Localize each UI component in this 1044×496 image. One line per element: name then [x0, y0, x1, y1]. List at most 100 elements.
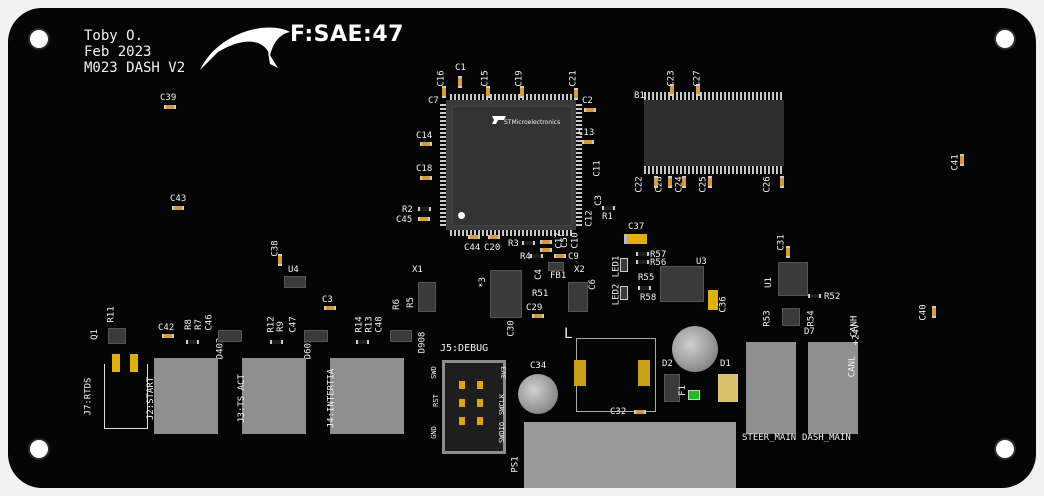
mcu-pins-right	[576, 104, 582, 226]
designator-c47: C47	[288, 316, 299, 333]
designator-c10: C10	[570, 232, 581, 249]
cap-c41	[960, 154, 964, 166]
connector-dash-main	[808, 342, 858, 434]
designator-r53: R53	[762, 310, 773, 327]
cap-c31	[786, 246, 790, 258]
ferrite-fb1	[548, 262, 564, 271]
designator-c12: C12	[584, 210, 595, 227]
designator-c37: C37	[628, 222, 645, 232]
cap-c29	[532, 314, 544, 318]
fsae-swoosh-logo	[200, 27, 290, 70]
designator-r14: R14	[354, 316, 365, 333]
debug-pin	[477, 399, 483, 407]
inductor-pad-left	[574, 360, 586, 386]
cap-c32	[634, 410, 646, 414]
designator-c6: C6	[587, 279, 598, 290]
res-r4	[530, 254, 543, 258]
designator-c30: C30	[506, 320, 517, 337]
cap-c18	[420, 176, 432, 180]
connector-j3	[242, 358, 306, 434]
cap-c2	[584, 108, 596, 112]
mounting-hole-bottom-right	[996, 440, 1014, 458]
cap-c26	[780, 176, 784, 188]
designator-c18: C18	[416, 164, 433, 174]
designator-u1: U1	[763, 277, 774, 288]
cap-c27	[696, 84, 700, 96]
debug-pin-label-left-0: SWD	[429, 366, 438, 379]
designator-c2: C2	[582, 96, 593, 106]
chip-u4	[284, 276, 306, 288]
designator-c43: C43	[170, 194, 187, 204]
designator-u4: U4	[288, 265, 299, 275]
ic-accelerometer	[490, 270, 522, 318]
designator-d7: D7	[804, 327, 815, 337]
connector-j4-label: J4:INTERTIA	[326, 368, 337, 429]
res-r3	[522, 241, 535, 245]
designator-c42: C42	[158, 323, 175, 333]
connector-canl-label: CANL	[847, 355, 858, 378]
res-r56	[636, 260, 649, 264]
j7-outline	[104, 364, 148, 429]
res-r2	[418, 207, 431, 211]
connector-j4	[330, 358, 404, 434]
res-r57	[636, 252, 649, 256]
designator-r1: R1	[602, 212, 613, 222]
tantalum-c37	[624, 234, 647, 244]
author-label: Toby O.	[84, 28, 144, 44]
cap-c22	[654, 176, 658, 188]
mcu-pins-bottom	[450, 230, 572, 236]
cap-c9	[554, 254, 566, 258]
st-logo-icon	[492, 116, 506, 124]
designator-r7: R7	[193, 319, 204, 330]
designator-c20: C20	[484, 243, 501, 253]
designator-x2: X2	[574, 265, 585, 275]
designator-r58: R58	[640, 293, 657, 303]
debug-pin-label-left-1: RST	[431, 394, 440, 407]
designator-d2: D2	[662, 359, 673, 369]
designator-c16: C16	[436, 70, 447, 87]
designator-b1: B1	[634, 91, 645, 101]
designator-c44: C44	[464, 243, 481, 253]
designator-q1: Q1	[89, 329, 100, 340]
res-r8	[186, 340, 199, 344]
cap-c14	[420, 142, 432, 146]
project-label: M023 DASH V2	[84, 60, 186, 76]
mcu-body	[452, 106, 572, 226]
connector-j2	[154, 358, 218, 434]
designator-c21: C21	[568, 70, 579, 87]
j7-pad	[112, 354, 120, 372]
designator-x1: X1	[412, 265, 423, 275]
designator-r56: R56	[650, 258, 667, 268]
cap-c15	[486, 86, 490, 98]
connector-steer-main	[746, 342, 796, 434]
connector-canh-label: CANH	[849, 315, 860, 338]
mcu-chip: STMicroelectronics	[446, 100, 576, 230]
designator-c45: C45	[396, 215, 413, 225]
mcu-brand-label: STMicroelectronics	[504, 119, 561, 126]
designator-c11: C11	[592, 160, 603, 177]
electrolytic-main	[672, 326, 718, 372]
cap-c44	[468, 235, 480, 239]
date-label: Feb 2023	[84, 44, 152, 60]
mounting-hole-top-right	[996, 30, 1014, 48]
designator-c36: C36	[718, 296, 729, 313]
designator-r8: R8	[183, 319, 194, 330]
mounting-hole-bottom-left	[30, 440, 48, 458]
designator-c39: C39	[160, 93, 177, 103]
designator-c15: C15	[480, 70, 491, 87]
debug-pin-label-left-2: GND	[429, 426, 438, 439]
mcu-pins-top	[450, 94, 572, 100]
designator-r52: R52	[824, 292, 841, 302]
led1	[620, 258, 628, 272]
res-r14	[356, 340, 369, 344]
designator-f1: F1	[677, 385, 688, 396]
designator-r11: R11	[106, 306, 117, 323]
cap-c24	[682, 176, 686, 188]
designator-r55: R55	[638, 273, 655, 283]
regulator-u3	[660, 266, 704, 302]
designator-r3: R3	[508, 239, 519, 249]
debug-pin	[459, 381, 465, 389]
memory-pins-bottom	[644, 166, 784, 174]
crystal-x2	[568, 282, 588, 312]
memory-chip	[644, 100, 784, 166]
